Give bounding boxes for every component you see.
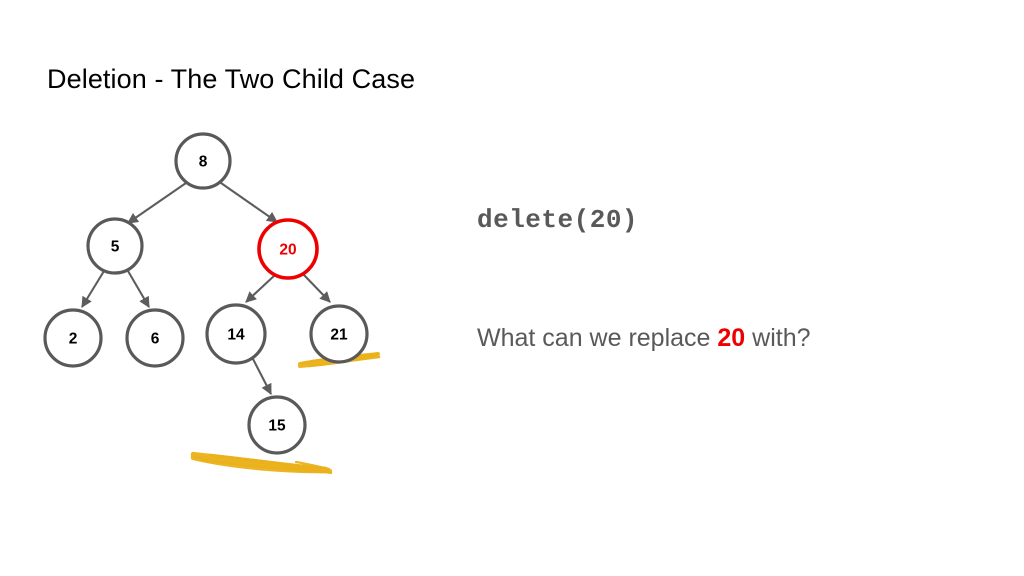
node-circle-20 — [257, 218, 319, 280]
page-title: Deletion - The Two Child Case — [47, 64, 416, 94]
node-circle-6 — [125, 308, 185, 368]
edge-20-to-14 — [245, 274, 276, 303]
delete-operation-text: delete(20) — [477, 205, 639, 235]
node-circle-8 — [174, 132, 232, 190]
question-text-after: with? — [745, 324, 811, 352]
node-label-2: 2 — [69, 331, 78, 348]
node-label-5: 5 — [111, 239, 120, 256]
node-label-20: 20 — [279, 242, 296, 259]
tree-svg: 8 5 20 2 6 14 — [43, 132, 381, 475]
tree-node-8[interactable]: 8 — [174, 132, 232, 190]
node-circle-14 — [205, 303, 267, 365]
edge-8-to-20 — [220, 182, 278, 223]
tree-edges — [81, 182, 331, 395]
edge-8-to-5 — [127, 182, 187, 224]
node-circle-5 — [86, 217, 144, 275]
node-label-8: 8 — [199, 154, 208, 171]
tree-node-20[interactable]: 20 — [257, 218, 319, 280]
edge-14-to-15 — [251, 356, 272, 395]
question-text: What can we replace 20 with? — [477, 324, 811, 353]
edge-5-to-6 — [127, 270, 150, 308]
tree-node-2[interactable]: 2 — [43, 308, 103, 368]
node-label-21: 21 — [330, 327, 348, 344]
question-text-before: What can we replace — [477, 324, 718, 352]
node-circle-21 — [309, 304, 369, 364]
node-circle-2 — [43, 308, 103, 368]
node-circle-15 — [247, 395, 307, 455]
tree-node-5[interactable]: 5 — [86, 217, 144, 275]
tree-node-14[interactable]: 14 — [205, 303, 267, 365]
node-label-14: 14 — [227, 327, 245, 344]
tree-node-15[interactable]: 15 — [247, 395, 307, 455]
node-label-15: 15 — [268, 418, 286, 435]
edge-20-to-21 — [302, 273, 331, 303]
question-text-accent: 20 — [717, 324, 746, 352]
scribble-under-node-15 — [190, 451, 333, 475]
tree-diagram: 8 5 20 2 6 14 — [0, 110, 440, 510]
tree-node-6[interactable]: 6 — [125, 308, 185, 368]
tree-node-21[interactable]: 21 — [309, 304, 369, 364]
edge-5-to-2 — [81, 270, 105, 308]
node-label-6: 6 — [151, 331, 160, 348]
